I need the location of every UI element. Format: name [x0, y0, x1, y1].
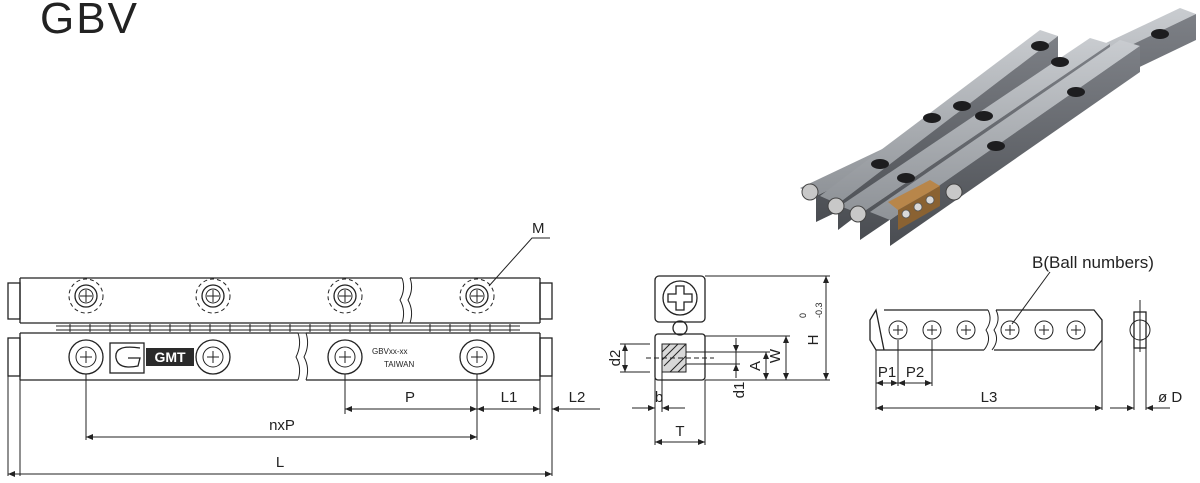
- dim-h-label: H: [805, 335, 822, 346]
- dim-d1-label: d1: [731, 382, 748, 399]
- dim-t-label: T: [675, 423, 684, 440]
- dim-l2-label: L2: [569, 389, 586, 406]
- m-leader: [488, 237, 550, 287]
- logo-text: GMT: [154, 349, 186, 365]
- dim-w-label: W: [767, 348, 784, 363]
- upper-holes: [68, 278, 495, 314]
- cb-hole-2: [195, 339, 231, 375]
- lower-break: [295, 332, 309, 381]
- cross-section-view: H 0 -0.3 W A d1 d2 b T: [607, 275, 830, 445]
- cb-hole-3: [327, 339, 363, 375]
- ball-numbers-label: B(Ball numbers): [1032, 253, 1154, 272]
- section-ball: [672, 320, 688, 336]
- dim-l-label: L: [276, 454, 284, 471]
- dim-h-tol-upper: 0: [798, 313, 808, 318]
- dim-nxp-label: nxP: [269, 417, 295, 434]
- lower-holes: [68, 339, 495, 375]
- cage-balls: [69, 324, 511, 332]
- tapped-hole-1: [68, 278, 104, 314]
- end-cap-bl: [7, 337, 21, 377]
- section-bottom-rail: [654, 333, 706, 381]
- cage-view: B(Ball numbers) P1 P2 L3 ø D: [869, 253, 1182, 411]
- screw-head: [662, 280, 698, 316]
- cb-hole-4: [459, 339, 495, 375]
- gmt-logo: GMT: [109, 342, 194, 374]
- origin-text: TAIWAN: [384, 360, 414, 369]
- photo-ball-cage: [888, 180, 940, 230]
- cage-outline-right: [994, 309, 1103, 351]
- dim-b-label: b: [655, 389, 663, 406]
- dim-d2-label: d2: [607, 350, 624, 367]
- dim-d-label: ø D: [1158, 389, 1182, 406]
- dim-p-label: P: [405, 389, 415, 406]
- upper-break: [399, 277, 413, 324]
- dim-a-label: A: [747, 361, 764, 371]
- tapped-hole-4: [459, 278, 495, 314]
- cage-ball-holes: [888, 320, 1086, 340]
- photo-end-screws: [801, 183, 963, 223]
- dim-h-tol-lower: -0.3: [814, 302, 824, 318]
- cb-hole-1: [68, 339, 104, 375]
- dim-l3-label: L3: [981, 389, 998, 406]
- end-cap-br: [539, 337, 553, 377]
- end-cap-tl: [7, 282, 21, 320]
- dim-p1-label: P1: [878, 364, 896, 381]
- cage-strip: [30, 322, 540, 334]
- end-cap-tr: [539, 282, 553, 320]
- page-title: GBV: [40, 0, 139, 43]
- m-label: M: [532, 220, 545, 237]
- product-photo: [800, 8, 1196, 246]
- tapped-hole-2: [195, 278, 231, 314]
- section-hatch: [661, 343, 687, 373]
- front-view: GMT GBVxx-xx TAIWAN M P L1 L2 nxP L: [7, 220, 600, 477]
- model-code-text: GBVxx-xx: [372, 347, 408, 356]
- ball-numbers-leader: [1011, 271, 1051, 325]
- dim-p2-label: P2: [906, 364, 924, 381]
- phillips-cross: [667, 285, 693, 311]
- tapped-hole-3: [327, 278, 363, 314]
- cage-break: [983, 309, 999, 351]
- dim-l1-label: L1: [501, 389, 518, 406]
